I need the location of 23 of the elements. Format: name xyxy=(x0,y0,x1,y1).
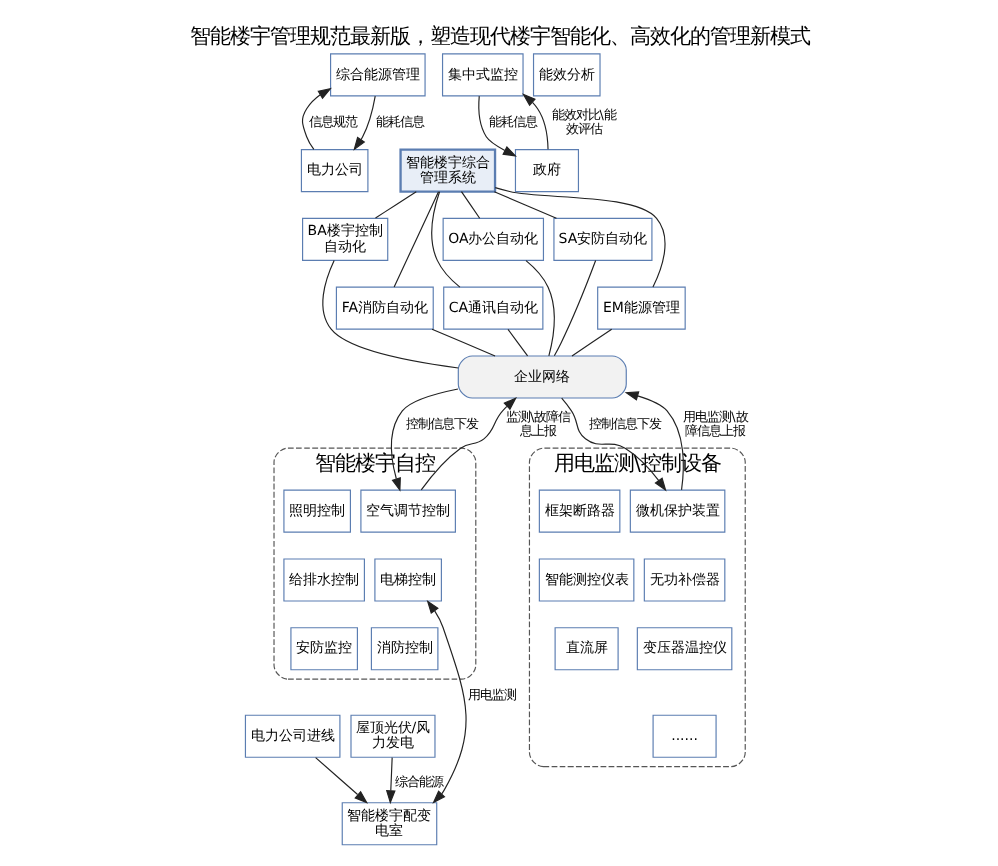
arrow xyxy=(384,757,395,805)
connector xyxy=(506,328,528,357)
arrow xyxy=(521,93,548,150)
connector xyxy=(430,191,460,288)
arrow xyxy=(314,757,368,804)
connector xyxy=(524,260,554,357)
connector xyxy=(392,191,439,288)
connector xyxy=(492,191,556,219)
connector xyxy=(430,328,495,357)
connector xyxy=(493,187,665,288)
connector xyxy=(552,259,596,357)
connector xyxy=(570,328,612,357)
arrow xyxy=(300,87,331,150)
arrow xyxy=(477,95,516,157)
diagram-title: 智能楼宇管理规范最新版，塑造现代楼宇智能化、高效化的管理新模式 xyxy=(189,24,809,49)
arrow xyxy=(419,397,516,491)
connector xyxy=(321,259,458,369)
arrow xyxy=(389,388,458,492)
arrow xyxy=(352,95,375,151)
connector xyxy=(373,191,416,219)
arrow xyxy=(425,599,466,804)
arrow xyxy=(560,397,666,492)
connector xyxy=(459,191,480,219)
